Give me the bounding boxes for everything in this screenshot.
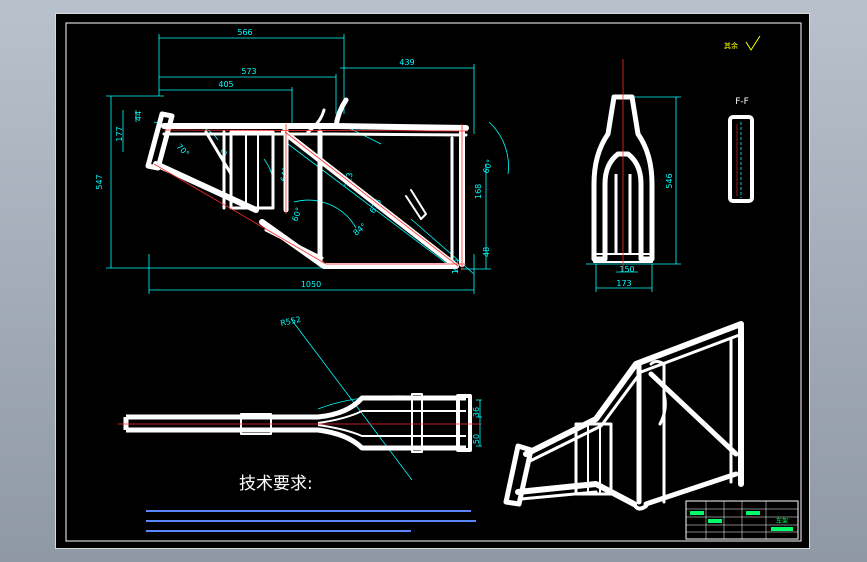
inner-border [65, 22, 802, 542]
roughness-note: 其余 [724, 35, 761, 51]
tech-requirements: 技术要求: [146, 474, 476, 532]
top-view-dimension-text: R552 36 50 [280, 315, 481, 444]
drawing-canvas: 566 573 405 439 547 177 44 1050 70° 32° … [65, 22, 802, 542]
side-view-centerlines [153, 124, 469, 270]
fork-dimension-lines [586, 96, 681, 292]
angle-84: 84° [352, 222, 369, 238]
top-view: R552 36 50 [118, 315, 482, 481]
fork-outline [591, 94, 655, 263]
dim-1050: 1050 [301, 280, 321, 289]
dim-439: 439 [399, 58, 414, 67]
down-tube [153, 161, 259, 213]
dim-r552: R552 [280, 315, 302, 328]
dim-44: 44 [134, 111, 143, 121]
angle-60-a: 60° [290, 206, 303, 222]
fork-front-view: 546 150 173 [586, 59, 681, 292]
dim-173: 173 [616, 279, 631, 288]
fork-dimension-text: 546 150 173 [616, 173, 674, 288]
section-tube [728, 115, 754, 203]
roughness-label: 其余 [724, 41, 738, 50]
angle-70: 70° [175, 142, 191, 158]
roughness-symbol [745, 35, 761, 51]
drawing-sheet: 566 573 405 439 547 177 44 1050 70° 32° … [55, 13, 810, 549]
angle-60-b: 60° [481, 158, 494, 174]
title-block-drawing-name: 车架 [776, 517, 788, 525]
side-view: 566 573 405 439 547 177 44 1050 70° 32° … [95, 28, 509, 294]
top-view-rear [456, 394, 472, 452]
section-ff: F-F [728, 97, 754, 203]
tech-note-lines [146, 510, 476, 532]
section-label: F-F [735, 97, 749, 107]
side-frame-tubes [145, 97, 469, 269]
dim-566: 566 [237, 28, 252, 37]
title-block: 车架 [685, 500, 799, 540]
dim-177: 177 [115, 126, 124, 141]
top-view-outline [123, 393, 472, 453]
seat-lug [333, 97, 349, 129]
iso-chainstay [643, 471, 739, 507]
iso-down-tube [515, 481, 637, 507]
diagonal-tube [281, 129, 459, 269]
dim-405: 405 [218, 80, 233, 89]
iso-top-tube [523, 321, 744, 457]
tech-title: 技术要求: [239, 474, 313, 494]
dim-573: 573 [241, 67, 256, 76]
iso-battery-box [574, 422, 613, 496]
head-tube [145, 111, 175, 171]
dim-168: 168 [474, 184, 483, 199]
dim-36: 36 [472, 407, 481, 417]
dim-150: 150 [619, 265, 634, 274]
iso-diagonal [648, 371, 739, 457]
isometric-view [503, 321, 744, 511]
dim-547: 547 [95, 174, 104, 189]
dim-50: 50 [472, 434, 481, 444]
battery-box [229, 130, 275, 210]
fork-legs [591, 94, 655, 262]
dim-48: 48 [482, 247, 491, 257]
dim-546: 546 [665, 173, 674, 188]
